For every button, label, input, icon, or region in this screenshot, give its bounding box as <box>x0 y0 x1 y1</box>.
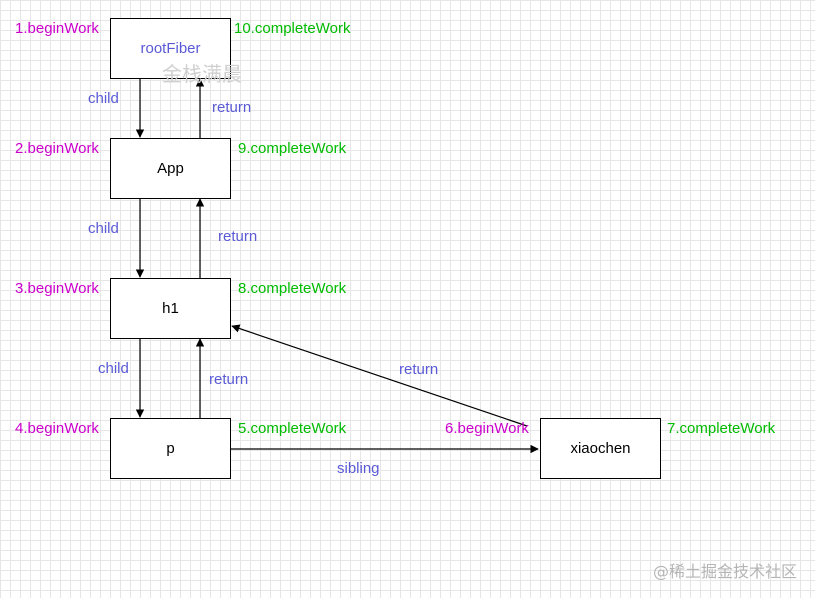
node-p: p <box>110 418 231 479</box>
step-10-label: 10.completeWork <box>234 20 351 37</box>
step-3-label: 3.beginWork <box>15 280 99 297</box>
node-app-label: App <box>157 160 184 177</box>
node-xiaochen: xiaochen <box>540 418 661 479</box>
node-xiaochen-label: xiaochen <box>570 440 631 457</box>
step-9-label: 9.completeWork <box>238 140 347 157</box>
edge-label-return: return <box>209 371 249 388</box>
return-arrow-xiaochen-h1 <box>231 324 528 427</box>
node-rootfiber: rootFiber <box>110 18 231 79</box>
step-2-label: 2.beginWork <box>15 140 99 157</box>
step-5-label: 5.completeWork <box>238 420 347 437</box>
edge-label-return: return <box>399 361 439 378</box>
step-7-label: 7.completeWork <box>667 420 776 437</box>
brand-watermark: @稀土掘金技术社区 <box>652 562 797 581</box>
step-8-label: 8.completeWork <box>238 280 347 297</box>
step-4-label: 4.beginWork <box>15 420 99 437</box>
step-1-label: 1.beginWork <box>15 20 99 37</box>
step-6-label: 6.beginWork <box>445 420 529 437</box>
node-h1-label: h1 <box>162 300 179 317</box>
edge-label-child: child <box>88 90 119 107</box>
watermark-text: 金栈满晨 <box>162 62 242 86</box>
edge-label-child: child <box>98 360 129 377</box>
node-app: App <box>110 138 231 199</box>
edge-label-return: return <box>212 99 252 116</box>
node-rootfiber-label: rootFiber <box>140 40 201 57</box>
edge-label-return: return <box>218 228 258 245</box>
edge-label-child: child <box>88 220 119 237</box>
node-h1: h1 <box>110 278 231 339</box>
node-p-label: p <box>166 440 175 457</box>
edge-label-sibling: sibling <box>337 460 380 477</box>
